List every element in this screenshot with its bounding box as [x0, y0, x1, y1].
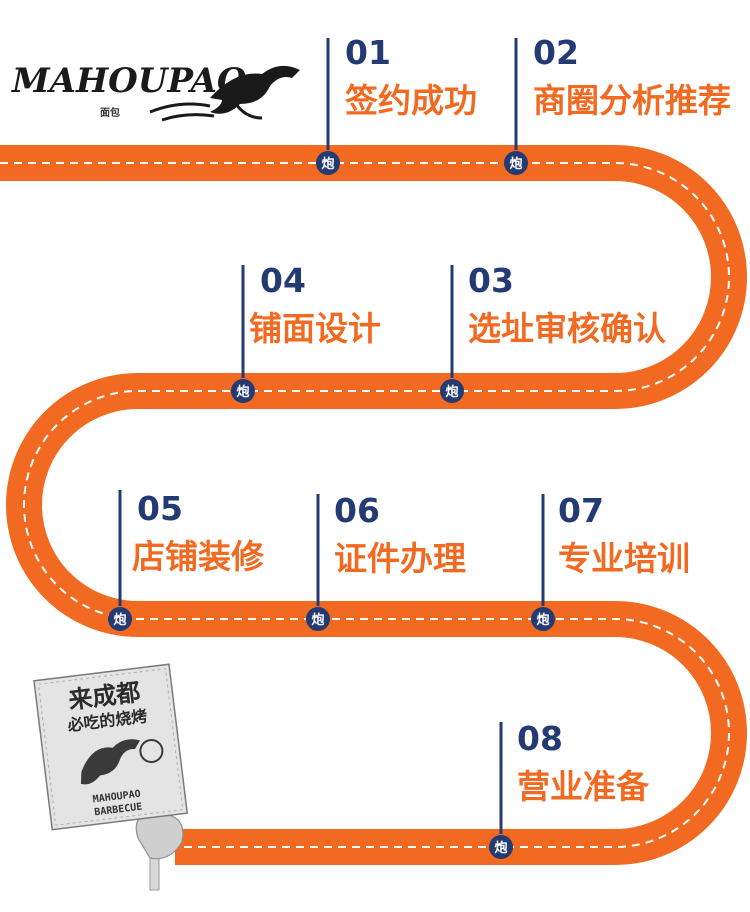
logo-sub: 面包	[100, 106, 120, 119]
step-number: 08	[517, 719, 563, 758]
step-label: 选址审核确认	[468, 309, 666, 348]
step-number: 04	[260, 261, 306, 300]
horse-icon	[80, 739, 141, 785]
step-number: 02	[533, 33, 579, 72]
step-05: 05 店铺装修 炮	[108, 489, 265, 631]
road-dashes	[0, 162, 730, 848]
step-number: 03	[468, 261, 514, 300]
step-number: 07	[558, 491, 604, 530]
step-pin-icon	[531, 607, 555, 631]
pin-glyph: 炮	[445, 384, 458, 400]
pin-glyph: 炮	[113, 612, 126, 628]
step-label: 店铺装修	[132, 537, 265, 576]
held-sign: 来成都 必吃的烧烤 MAHOUPAO BARBECUE	[33, 663, 189, 891]
brand-logo: MAHOUPAO 面包	[11, 61, 300, 122]
step-number: 06	[334, 491, 380, 530]
horse-icon	[210, 65, 300, 114]
pin-glyph: 炮	[494, 840, 507, 856]
step-label: 商圈分析推荐	[533, 81, 731, 120]
horse-legs-icon	[149, 102, 263, 122]
hand-icon	[135, 811, 184, 860]
logo-text: MAHOUPAO	[11, 61, 247, 101]
step-label: 营业准备	[517, 767, 650, 806]
step-label: 证件办理	[334, 539, 466, 578]
step-pin-icon	[489, 835, 513, 859]
step-label: 铺面设计	[249, 309, 381, 348]
step-pin-icon	[108, 607, 132, 631]
pin-glyph: 炮	[321, 156, 334, 172]
step-pin-icon	[504, 151, 528, 175]
step-label: 签约成功	[345, 81, 477, 120]
badge-icon	[139, 739, 164, 764]
step-label: 专业培训	[558, 539, 690, 578]
step-02: 02 商圈分析推荐 炮	[504, 33, 731, 175]
step-03: 03 选址审核确认 炮	[440, 261, 666, 403]
step-pin-icon	[231, 379, 255, 403]
pin-glyph: 炮	[509, 156, 522, 172]
step-pin-icon	[440, 379, 464, 403]
step-07: 07 专业培训 炮	[531, 491, 690, 631]
pin-glyph: 炮	[236, 384, 249, 400]
step-06: 06 证件办理 炮	[306, 491, 466, 631]
step-number: 01	[345, 33, 391, 72]
pin-glyph: 炮	[536, 612, 549, 628]
step-pin-icon	[306, 607, 330, 631]
step-pin-icon	[316, 151, 340, 175]
step-08: 08 营业准备 炮	[489, 719, 650, 859]
step-01: 01 签约成功 炮	[316, 33, 477, 175]
step-04: 04 铺面设计 炮	[231, 261, 381, 403]
pin-glyph: 炮	[311, 612, 324, 628]
sign-board	[33, 663, 189, 831]
step-number: 05	[137, 489, 183, 528]
